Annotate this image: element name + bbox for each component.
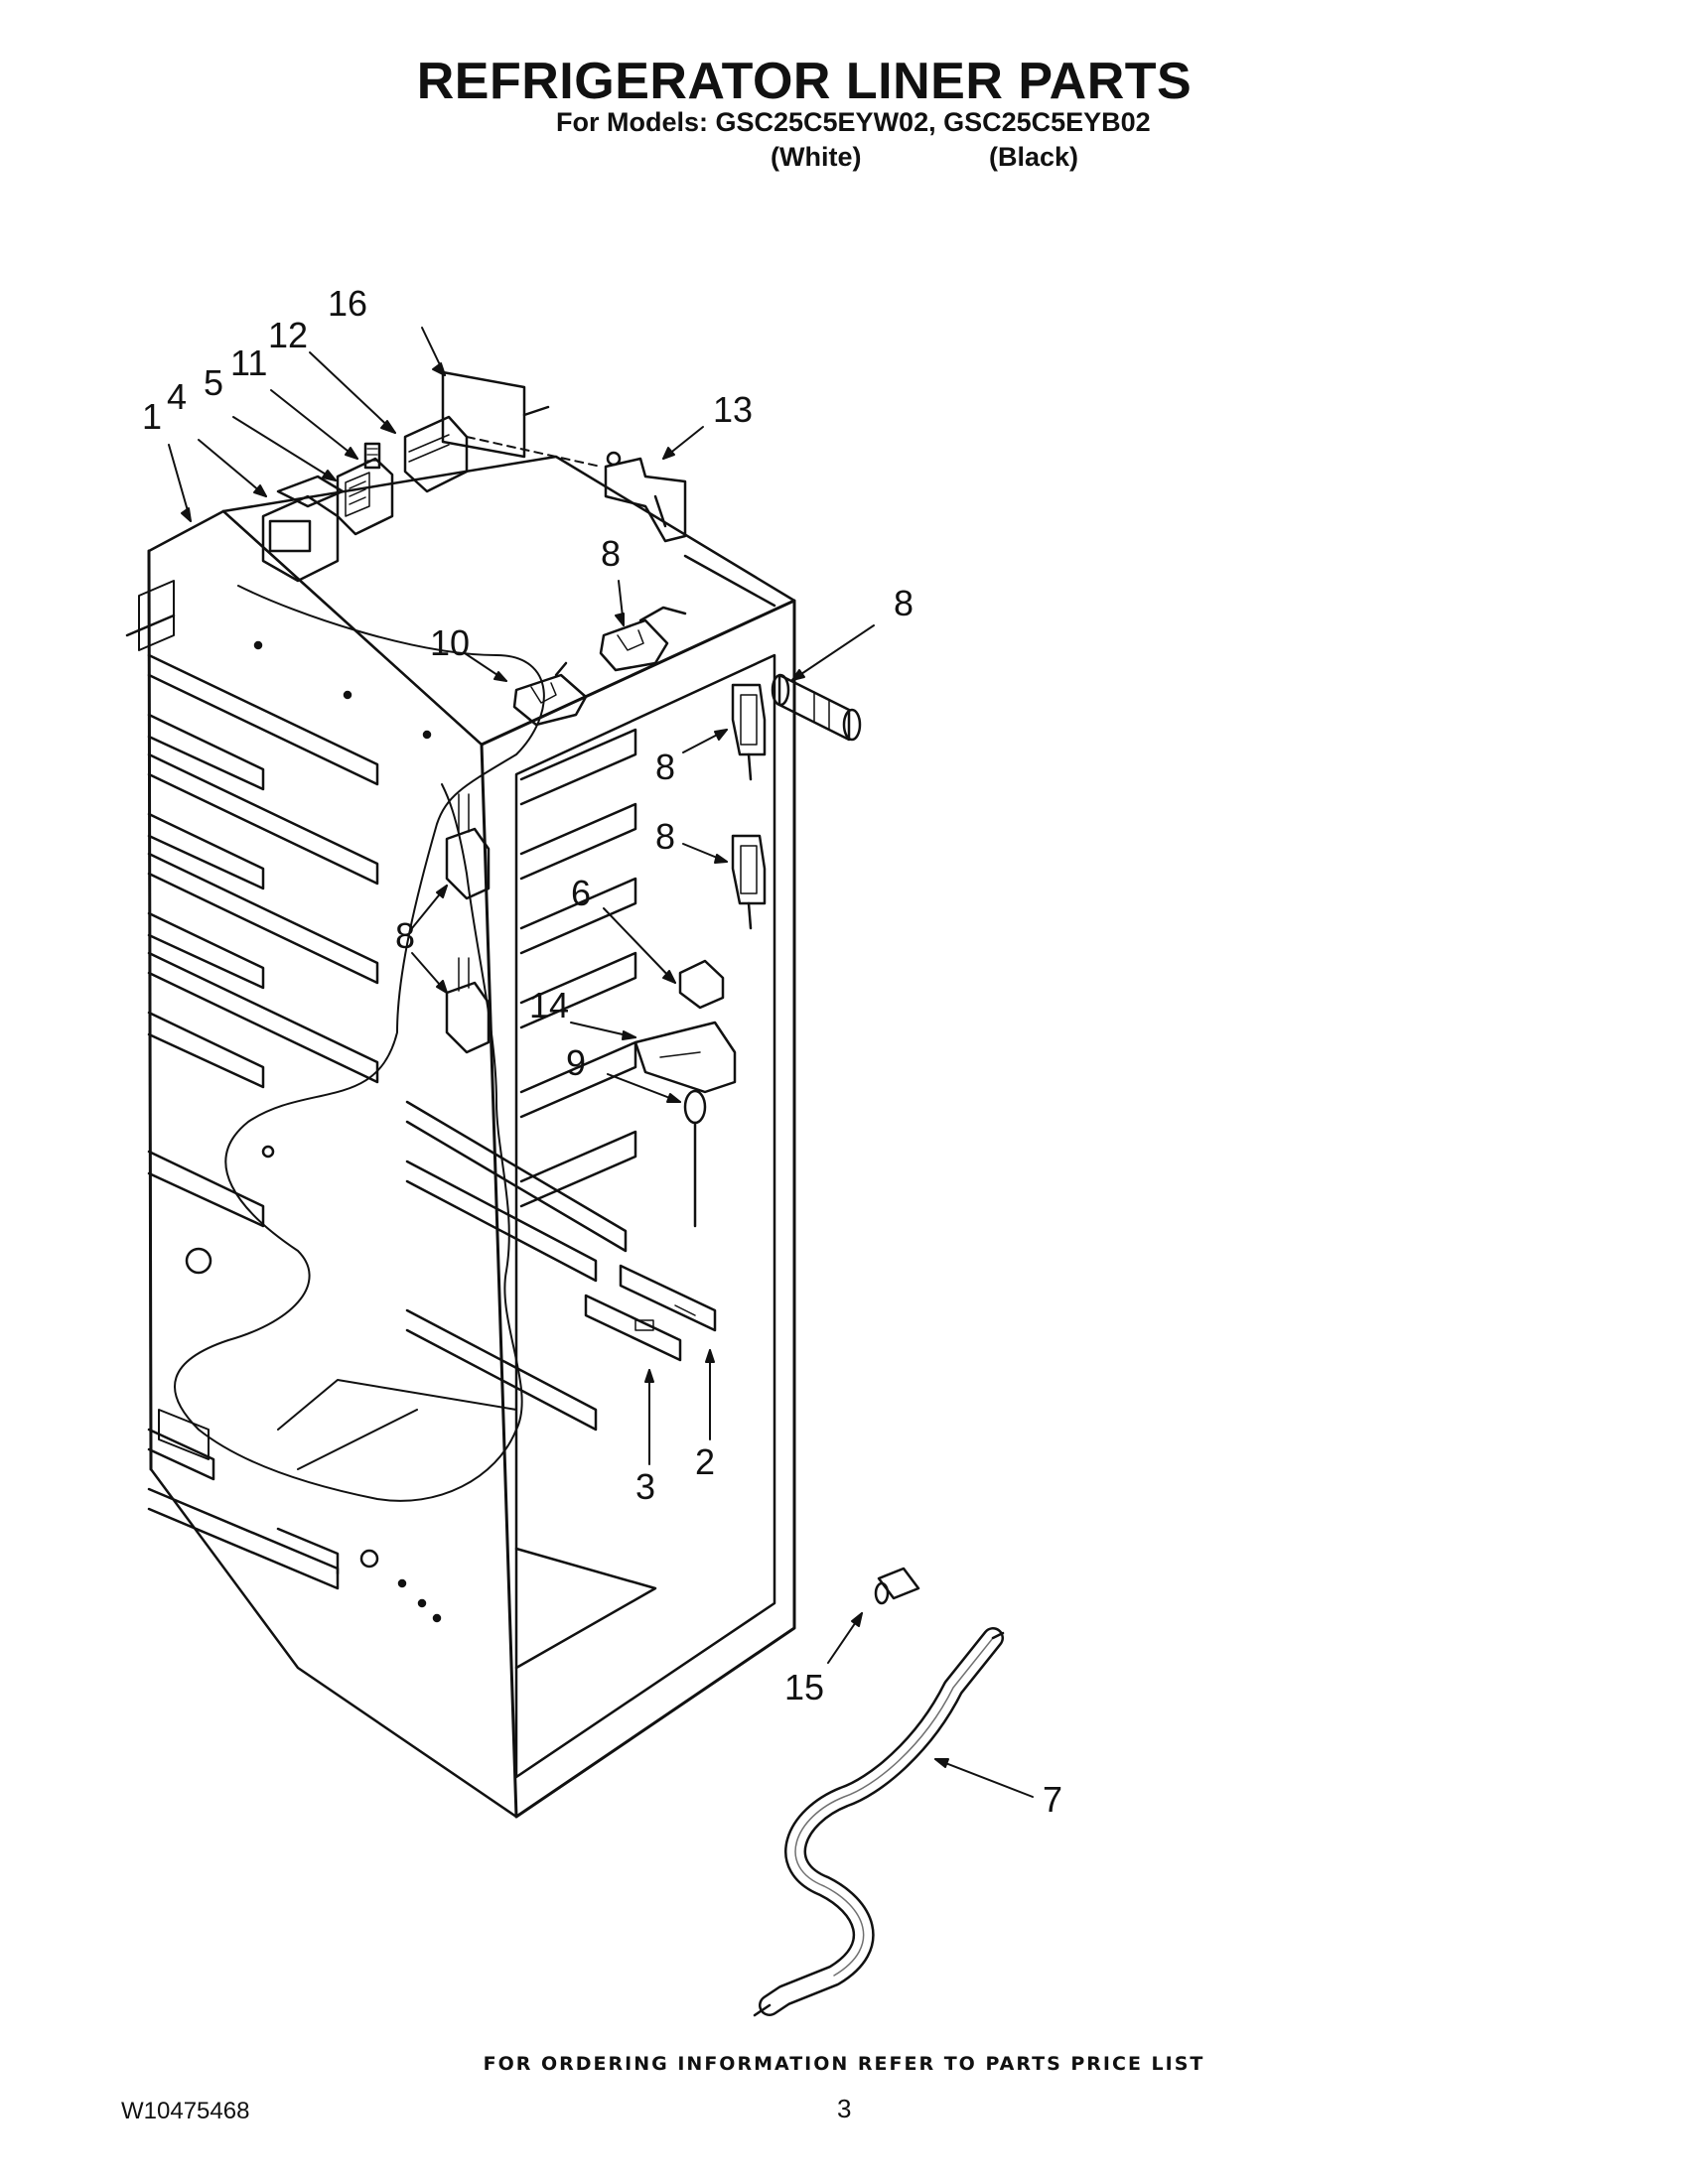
cover-part-2 (619, 1264, 717, 1332)
light-socket-part-8-back-b (445, 957, 491, 1054)
cutaway-outline (174, 585, 545, 1502)
part-11 (363, 442, 381, 470)
callout-2: 2 (695, 1441, 715, 1482)
control-housing-part-4 (261, 475, 345, 583)
light-socket-part-8-side-a (731, 683, 767, 781)
callout-15: 15 (784, 1667, 824, 1707)
callout-8-back: 8 (395, 915, 415, 956)
callout-14: 14 (529, 985, 569, 1025)
housing-part-14 (633, 1021, 737, 1094)
page-number: 3 (837, 2094, 852, 2123)
vent-part-5 (336, 457, 394, 536)
callout-9: 9 (566, 1042, 586, 1083)
light-socket-part-8-top-a (512, 661, 588, 727)
variant-black-label: (Black) (989, 142, 1079, 172)
callout-8-side-a: 8 (655, 747, 675, 787)
cover-part-3 (584, 1294, 682, 1362)
switch-part-6 (678, 959, 725, 1010)
callout-4: 4 (167, 376, 187, 417)
bracket-part-13 (604, 451, 687, 543)
light-socket-part-8-side-b (731, 834, 767, 930)
ordering-note: FOR ORDERING INFORMATION REFER TO PARTS … (483, 2053, 1205, 2075)
callout-11: 11 (230, 342, 267, 383)
light-socket-part-8-back-a (445, 793, 491, 900)
callout-labels: 16 12 11 5 4 1 13 8 8 10 8 8 8 6 14 9 2 … (142, 283, 1062, 1820)
water-tube-part-7 (753, 1627, 1005, 2017)
filter-housing-part-10 (771, 673, 862, 742)
callout-6: 6 (571, 873, 591, 913)
light-socket-part-8-top-b (599, 606, 687, 672)
document-number: W10475468 (121, 2098, 250, 2124)
leader-lines (168, 327, 1034, 1798)
fitting-part-15 (874, 1567, 920, 1605)
panel-part-16 (441, 370, 550, 459)
variant-white-label: (White) (771, 142, 862, 172)
callout-3: 3 (635, 1466, 655, 1507)
callout-8-top: 8 (601, 533, 621, 574)
callout-5: 5 (204, 362, 223, 403)
callout-8-side-b: 8 (655, 816, 675, 857)
callout-1: 1 (142, 396, 162, 437)
callout-16: 16 (328, 283, 367, 324)
side-wall-ribs (147, 653, 379, 1590)
models-line: For Models: GSC25C5EYW02, GSC25C5EYB02 (556, 107, 1151, 137)
callout-12: 12 (268, 315, 308, 355)
callout-8-left: 10 (430, 622, 470, 663)
page-title: REFRIGERATOR LINER PARTS (416, 53, 1193, 110)
callout-7: 7 (1043, 1779, 1062, 1820)
interior-ribs (405, 728, 657, 1670)
callout-10: 8 (894, 583, 914, 623)
thermistor-part-9 (683, 1089, 707, 1228)
callout-13: 13 (713, 389, 753, 430)
part-12 (403, 415, 469, 493)
